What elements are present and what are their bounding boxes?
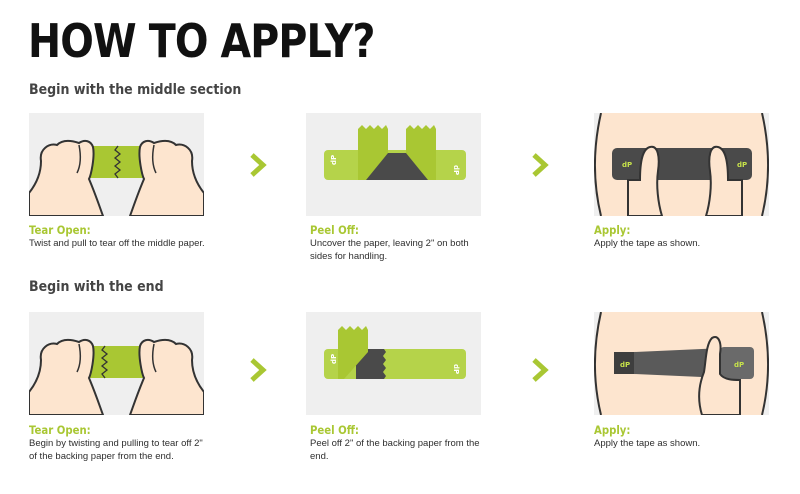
section-heading-middle: Begin with the middle section (29, 82, 242, 98)
chevron-right-icon (532, 358, 549, 382)
svg-text:dP: dP (622, 161, 632, 169)
svg-text:dP: dP (330, 354, 338, 364)
svg-text:dP: dP (452, 165, 460, 175)
tape-peeling-icon: dP dP (306, 312, 481, 415)
step-label: Tear Open: (29, 223, 91, 237)
tape-logo-icon: dP (330, 155, 338, 165)
section-heading-end: Begin with the end (29, 279, 164, 295)
svg-text:dP: dP (734, 361, 744, 369)
step-description: Peel off 2" of the backing paper from th… (310, 438, 480, 462)
chevron-right-icon (250, 358, 267, 382)
peel-off-end-illustration: dP dP (306, 312, 481, 415)
svg-text:dP: dP (452, 364, 460, 374)
chevron-right-icon (532, 153, 549, 177)
step-label: Apply: (594, 223, 631, 237)
step-label: Peel Off: (310, 423, 359, 437)
svg-text:dP: dP (620, 361, 630, 369)
svg-text:dP: dP (737, 161, 747, 169)
tape-on-back-icon: dP dP (594, 113, 769, 216)
page-title: HOW TO APPLY? (28, 14, 375, 68)
step-description: Twist and pull to tear off the middle pa… (29, 238, 205, 249)
hands-tearing-tape-icon (29, 312, 204, 415)
step-label: Tear Open: (29, 423, 91, 437)
step-description: Apply the tape as shown. (594, 238, 701, 249)
tape-on-back-icon: dP dP (594, 312, 769, 415)
tear-open-end-illustration (29, 312, 204, 415)
step-description: Apply the tape as shown. (594, 438, 701, 449)
chevron-right-icon (250, 153, 267, 177)
step-description: Uncover the paper, leaving 2" on both si… (310, 238, 469, 262)
apply-end-illustration: dP dP (594, 312, 769, 415)
step-label: Apply: (594, 423, 631, 437)
hands-tearing-tape-icon (29, 113, 204, 216)
step-label: Peel Off: (310, 223, 359, 237)
tape-peeling-icon: dP dP (306, 113, 481, 216)
tear-open-middle-illustration (29, 113, 204, 216)
apply-middle-illustration: dP dP (594, 113, 769, 216)
step-description: Begin by twisting and pulling to tear of… (29, 438, 203, 462)
peel-off-middle-illustration: dP dP (306, 113, 481, 216)
